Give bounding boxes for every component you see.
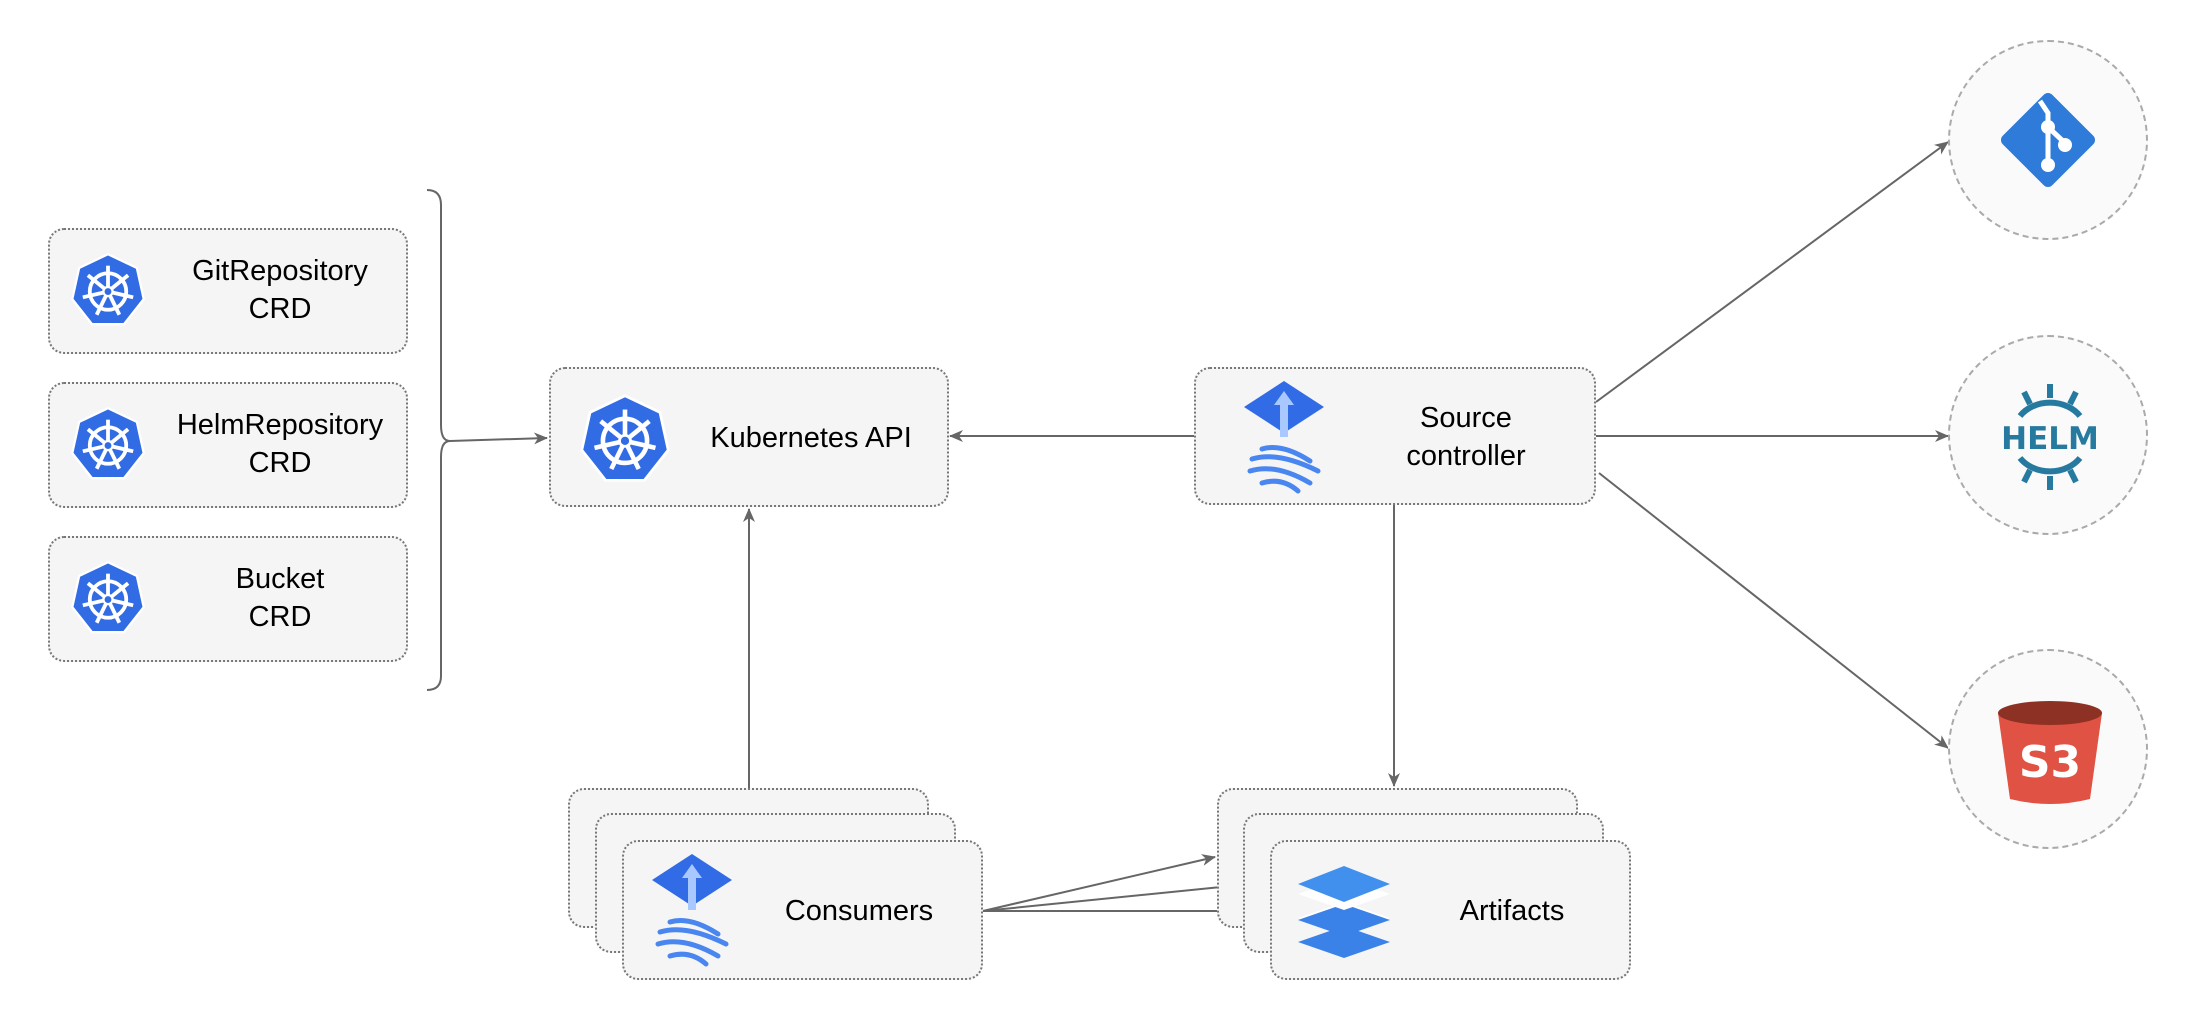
edge-controller-to-s3 — [1598, 472, 1949, 749]
layers-icon — [1298, 866, 1390, 958]
edge-controller-to-git — [1595, 141, 1949, 403]
s3-bucket-icon: S3 — [1998, 701, 2102, 804]
gitrepository-crd-node[interactable]: GitRepository CRD — [48, 228, 408, 354]
consumers-node[interactable]: Consumers — [622, 840, 983, 980]
kubernetes-icon — [71, 407, 145, 480]
edge-consumers-to-artifacts-1 — [982, 854, 1216, 912]
node-label: Consumers — [784, 895, 934, 927]
helm-logo-text: HELM — [2001, 421, 2099, 457]
node-label: Bucket CRD — [235, 563, 325, 633]
crd-brace — [426, 189, 451, 691]
helm-icon: HELM — [2001, 384, 2099, 490]
git-source-node[interactable] — [1948, 40, 2148, 240]
artifacts-node[interactable]: Artifacts — [1270, 840, 1631, 980]
helm-source-node[interactable]: HELM — [1948, 335, 2148, 535]
edge-consumers-to-artifacts-2 — [982, 880, 1242, 912]
s3-source-node[interactable]: S3 — [1948, 649, 2148, 849]
kubernetes-icon — [71, 561, 145, 634]
source-controller-node[interactable]: Source controller — [1194, 367, 1596, 505]
git-icon — [2000, 92, 2096, 188]
kubernetes-icon — [580, 394, 670, 482]
kubernetes-icon — [71, 253, 145, 326]
node-label: Source controller — [1406, 402, 1526, 472]
s3-logo-text: S3 — [2019, 737, 2081, 788]
node-label: Artifacts — [1459, 895, 1565, 927]
node-label: Kubernetes API — [710, 422, 912, 454]
bucket-crd-node[interactable]: Bucket CRD — [48, 536, 408, 662]
flux-icon — [1244, 381, 1324, 494]
kubernetes-api-node[interactable]: Kubernetes API — [549, 367, 949, 507]
helmrepository-crd-node[interactable]: HelmRepository CRD — [48, 382, 408, 508]
node-label: GitRepository CRD — [192, 255, 368, 325]
node-label: HelmRepository CRD — [176, 409, 384, 479]
edge-crds-to-api — [449, 432, 548, 445]
flux-icon — [652, 854, 732, 967]
